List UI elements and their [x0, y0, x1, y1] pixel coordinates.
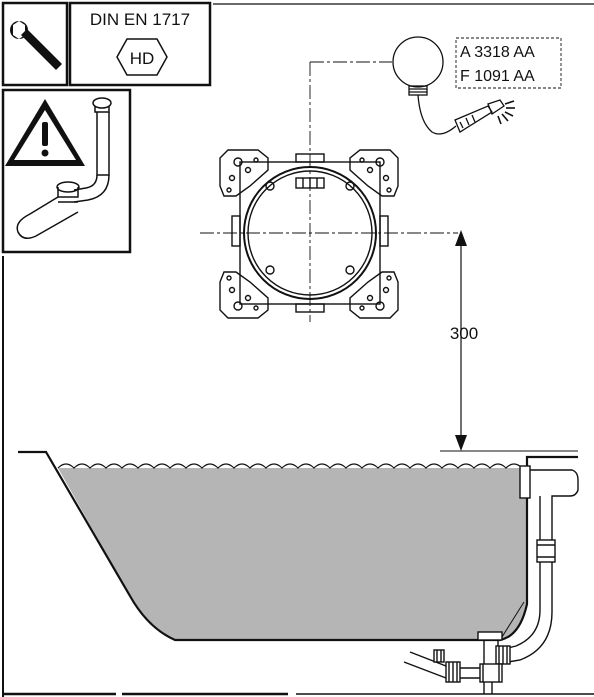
centre-lines: [200, 61, 458, 322]
din-norm-label: DIN EN 1717: [90, 10, 190, 29]
waste-overflow-fitting: [403, 465, 579, 694]
wrench-panel: [1, 1, 69, 87]
tub-shell: [18, 450, 578, 642]
bracket-bottom-right: [349, 271, 399, 319]
hd-hexagon: [116, 38, 168, 76]
dimension-value: 300: [450, 324, 478, 343]
warning-triangle-icon: [5, 99, 85, 166]
lug-right: [379, 215, 389, 247]
mounting-body: [219, 149, 399, 319]
water-fill: [58, 468, 527, 640]
tub-inner-line: [47, 455, 525, 638]
frame-lines: [2, 3, 594, 697]
wrench-icon: [10, 21, 62, 70]
product-code: A 3318 AA: [460, 44, 535, 61]
bracket-bottom-left: [219, 271, 269, 319]
water-surface: [57, 463, 527, 469]
din-panel: DIN EN 1717 HD: [68, 1, 212, 87]
bath-filler-icon: [16, 97, 112, 239]
bathtub: [18, 450, 578, 642]
product-codes-box: A 3318 AA F 1091 AA: [455, 37, 562, 89]
bracket-top-left: [219, 149, 269, 197]
product-code: F 1091 AA: [460, 68, 535, 85]
warning-panel: [1, 88, 132, 254]
hand-shower-icon: [392, 36, 515, 135]
height-dimension: [440, 230, 578, 452]
lug-left: [231, 215, 241, 247]
bracket-top-right: [349, 149, 399, 197]
hd-class-label: HD: [130, 49, 155, 68]
